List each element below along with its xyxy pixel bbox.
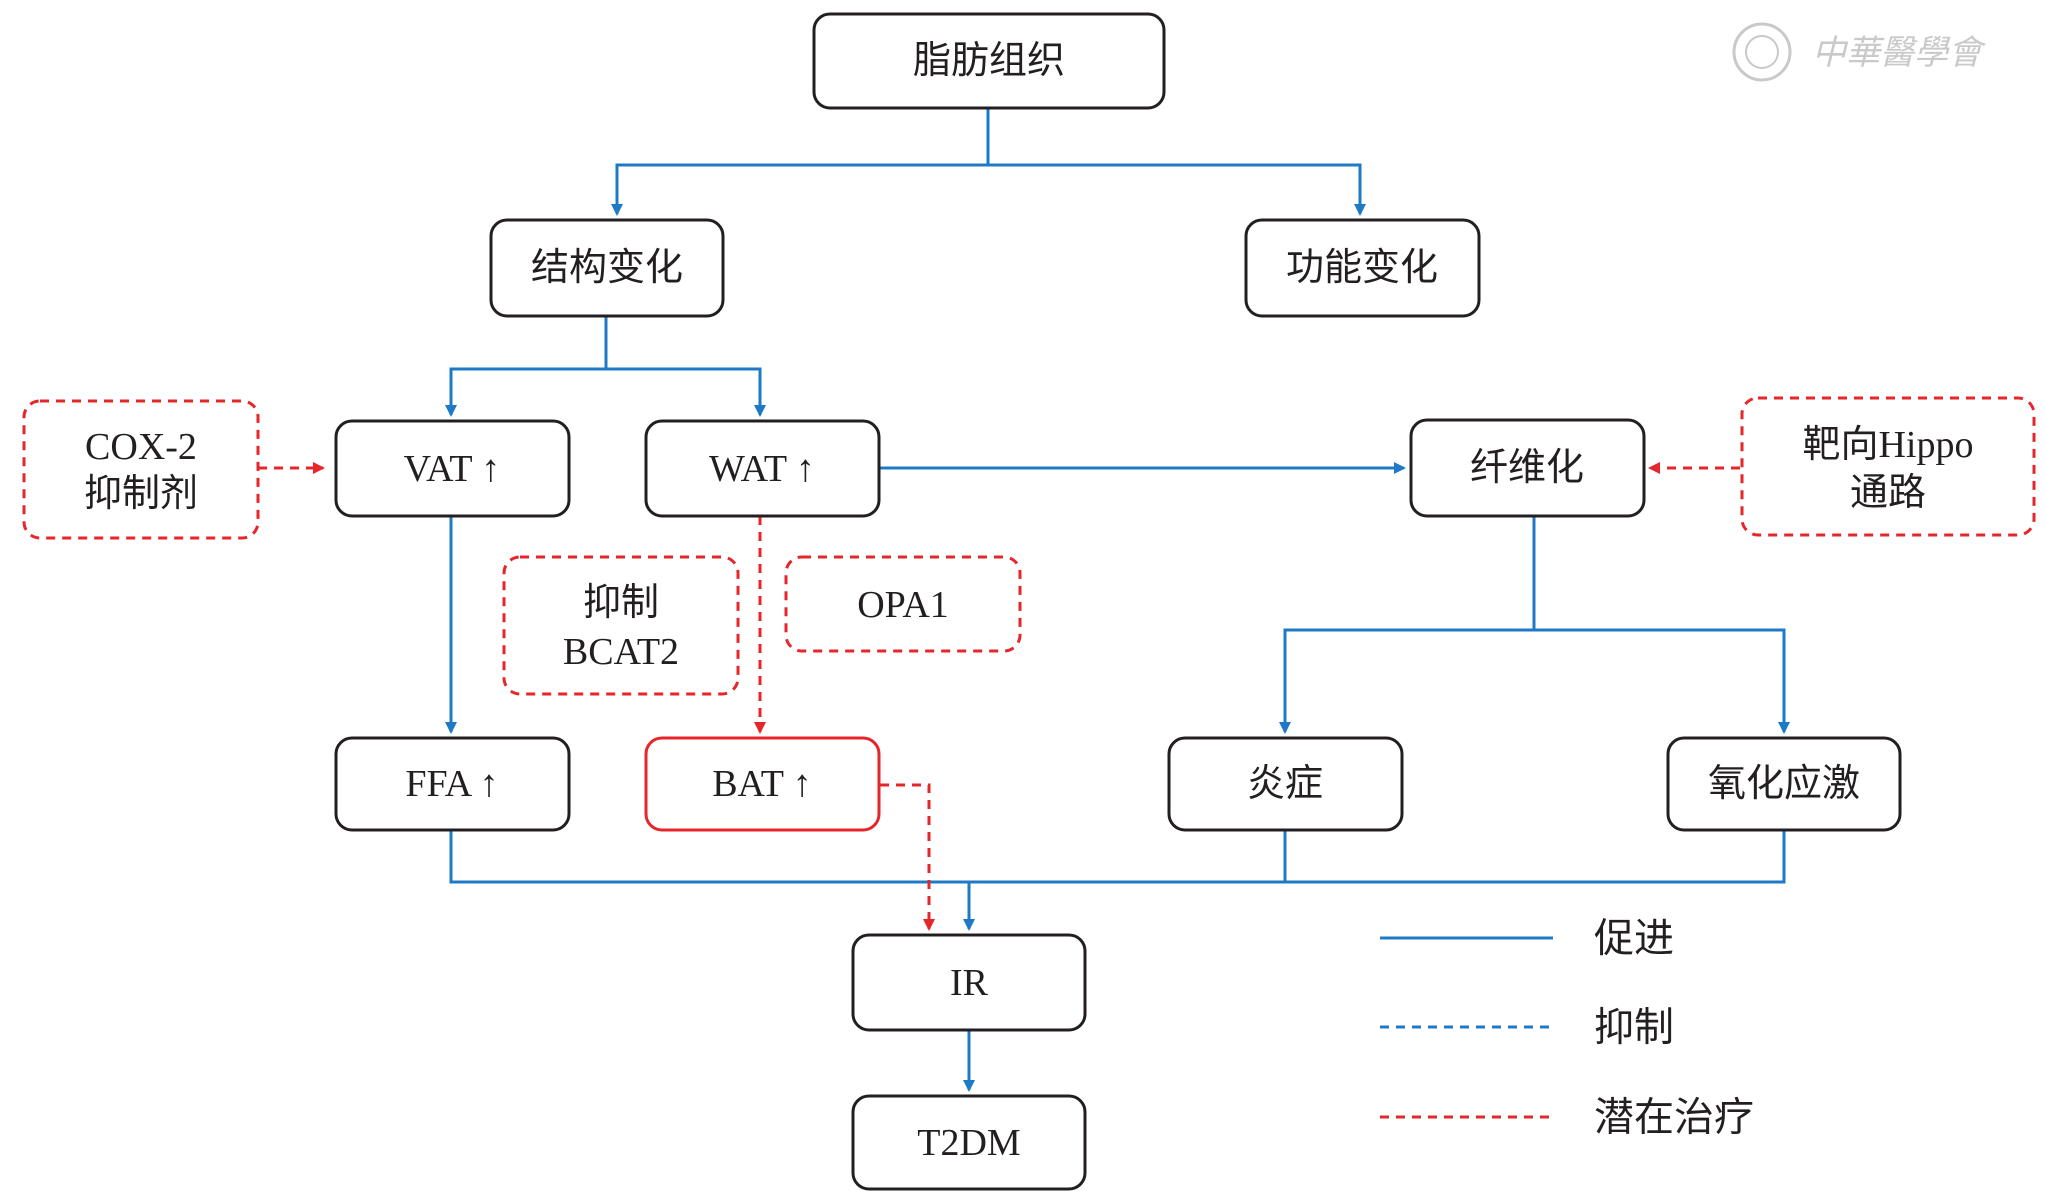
node-adipose: 脂肪组织 — [812, 12, 1166, 110]
node-vat: VAT ↑ — [334, 419, 571, 518]
node-ffa-label: FFA ↑ — [405, 763, 498, 805]
therapy-connectors — [258, 462, 1740, 931]
therapy-opa1: OPA1 — [784, 555, 1022, 653]
therapy-cox2: COX-2 抑制剂 — [22, 399, 260, 540]
therapy-hippo-box — [1740, 396, 2036, 537]
node-oxidative-label: 氧化应激 — [1708, 763, 1860, 805]
node-structural-label: 结构变化 — [531, 247, 683, 289]
node-structural: 结构变化 — [489, 218, 725, 318]
therapy-cox2-box — [22, 399, 260, 540]
legend: 促进 抑制 潜在治疗 — [1380, 916, 1754, 1140]
node-wat-box — [644, 419, 881, 518]
therapy-hippo-line1: 靶向Hippo — [1802, 424, 1973, 466]
edge-structural-to-vat — [445, 316, 608, 417]
node-vat-label: VAT ↑ — [404, 448, 501, 490]
node-functional: 功能变化 — [1244, 218, 1481, 318]
legend-therapy-label: 潜在治疗 — [1594, 1095, 1754, 1140]
node-fibrosis-label: 纤维化 — [1470, 447, 1584, 489]
therapy-hippo: 靶向Hippo 通路 — [1740, 396, 2036, 537]
node-t2dm-label: T2DM — [917, 1122, 1020, 1164]
node-wat: WAT ↑ — [644, 419, 881, 518]
therapy-bcat2-box — [502, 555, 740, 696]
legend-item-inhibit: 抑制 — [1380, 1005, 1674, 1050]
node-ir-label: IR — [950, 962, 989, 1004]
edge-fibrosis-to-oxidative — [1534, 628, 1790, 734]
therapy-hippo-line2: 通路 — [1850, 472, 1926, 514]
legend-item-therapy: 潜在治疗 — [1380, 1095, 1754, 1140]
node-inflammation-label: 炎症 — [1247, 763, 1323, 805]
watermark-text: 中華醫學會 — [1812, 33, 1987, 73]
node-fibrosis-box — [1409, 418, 1646, 518]
edge-adipose-to-functional — [988, 163, 1366, 216]
node-adipose-label: 脂肪组织 — [913, 40, 1065, 82]
node-structural-box — [489, 218, 725, 318]
node-ffa-box — [334, 736, 571, 832]
promote-connectors — [445, 108, 1790, 1092]
node-bat-box — [644, 736, 881, 832]
legend-promote-label: 促进 — [1594, 916, 1674, 961]
edge-structural-to-wat — [606, 367, 766, 417]
node-ir: IR — [851, 933, 1087, 1032]
therapy-bcat2-line1: 抑制 — [583, 582, 659, 624]
legend-item-promote: 促进 — [1380, 916, 1674, 961]
node-inflammation-box — [1167, 736, 1404, 832]
watermark-seal-inner — [1745, 35, 1779, 69]
therapy-bcat2: 抑制 BCAT2 — [502, 555, 740, 696]
therapy-cox2-line2: 抑制剂 — [84, 473, 198, 515]
therapy-opa1-label: OPA1 — [857, 584, 949, 626]
edge-fibrosis-branch — [1279, 516, 1536, 734]
node-t2dm: T2DM — [851, 1094, 1087, 1191]
node-functional-label: 功能变化 — [1286, 247, 1438, 289]
node-vat-box — [334, 419, 571, 518]
node-ir-box — [851, 933, 1087, 1032]
node-bat-label: BAT ↑ — [712, 763, 812, 805]
therapy-cox2-line1: COX-2 — [85, 426, 197, 468]
node-ffa: FFA ↑ — [334, 736, 571, 832]
therapy-opa1-box — [784, 555, 1022, 653]
node-wat-label: WAT ↑ — [709, 448, 815, 490]
node-t2dm-box — [851, 1094, 1087, 1191]
edge-bat-to-ir — [880, 783, 935, 931]
watermark-seal-icon — [1732, 22, 1792, 82]
node-oxidative-box — [1666, 736, 1902, 832]
node-bat: BAT ↑ — [644, 736, 881, 832]
node-functional-box — [1244, 218, 1481, 318]
legend-inhibit-label: 抑制 — [1594, 1005, 1674, 1050]
node-adipose-box — [812, 12, 1166, 110]
watermark: 中華醫學會 — [1732, 22, 1987, 82]
edge-adipose-to-structural — [611, 108, 990, 216]
edge-merge-bottom — [449, 830, 1786, 884]
node-fibrosis: 纤维化 — [1409, 418, 1646, 518]
node-oxidative: 氧化应激 — [1666, 736, 1902, 832]
therapy-bcat2-line2: BCAT2 — [563, 631, 679, 673]
node-inflammation: 炎症 — [1167, 736, 1404, 832]
